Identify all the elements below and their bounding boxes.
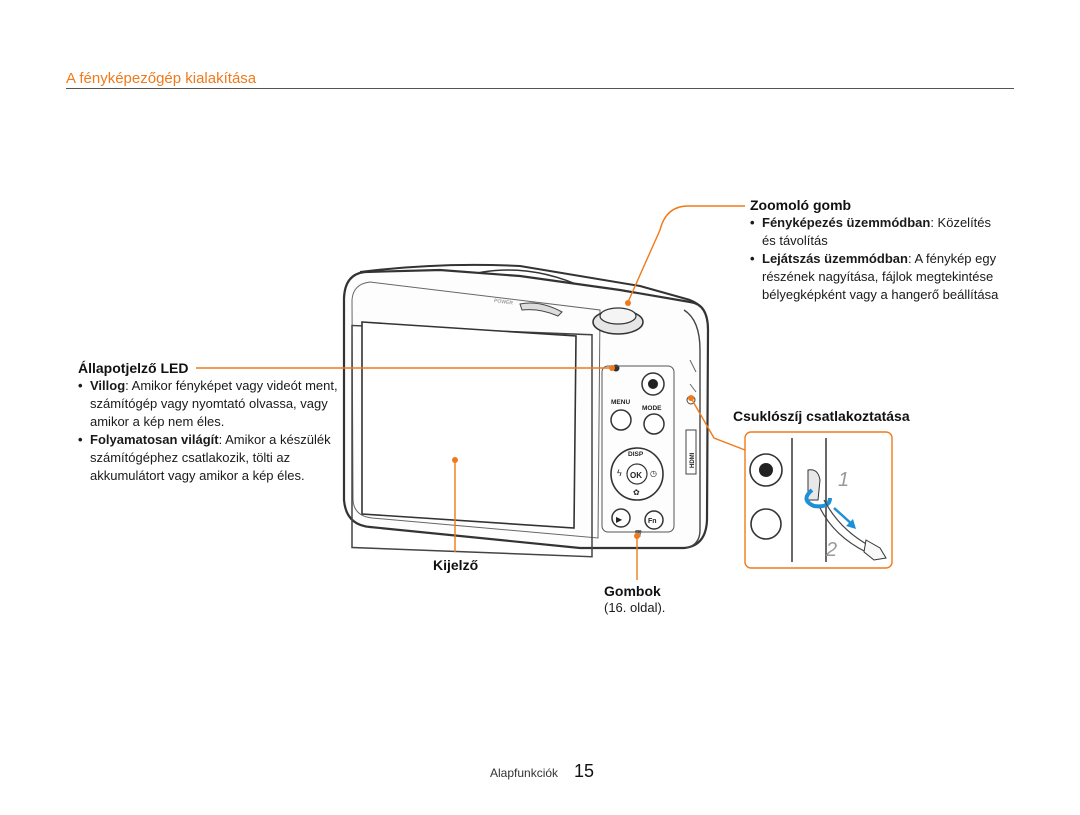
strap-loop: [804, 488, 832, 509]
strap-step-2: 2: [825, 539, 837, 561]
macro-icon: ✿: [633, 488, 640, 497]
led-item-steady-bold: Folyamatosan világít: [90, 432, 219, 447]
zoom-item-playback-bold: Lejátszás üzemmódban: [762, 251, 908, 266]
zoom-leader: [627, 205, 745, 303]
menu-button: [610, 409, 632, 431]
hdmi-port: [685, 429, 697, 475]
title-rule: [66, 88, 1014, 89]
zoom-callout: Zoomoló gomb Fényképezés üzemmódban: Köz…: [750, 197, 1000, 304]
strap-step-1: 1: [838, 469, 849, 491]
strap-title: Csuklószíj csatlakoztatása: [733, 408, 910, 424]
strap-leader: [690, 397, 746, 451]
strap-cord: [819, 499, 871, 553]
buttons-leader-dot: [634, 533, 640, 539]
power-button: [519, 302, 563, 317]
zoom-item-playback: Lejátszás üzemmódban: A fénykép egy rész…: [750, 250, 1000, 304]
ok-button: [626, 463, 648, 485]
zoom-item-shooting: Fényképezés üzemmódban: Közelítés és táv…: [750, 214, 1000, 250]
hdmi-label: HDMI: [690, 452, 696, 468]
camera-inner-rim: [351, 281, 601, 539]
camera-side: [683, 309, 701, 549]
page-number: 15: [574, 761, 595, 781]
menu-label: MENU: [611, 399, 630, 406]
strap-tip: [863, 539, 887, 561]
led-item-steady-text: : Amikor a készülék számítógéphez csatla…: [90, 432, 331, 483]
zoom-item-playback-text: : A fénykép egy részének nagyítása, fájl…: [762, 251, 999, 302]
mode-button: [643, 413, 665, 435]
disp-label: DISP: [628, 451, 644, 458]
display-screen: [361, 321, 577, 529]
strap-arrow-head: [846, 519, 856, 529]
led-item-steady: Folyamatosan világít: Amikor a készülék …: [78, 431, 340, 485]
led-item-blink-text: : Amikor fényképet vagy videót ment, szá…: [90, 378, 338, 429]
playback-icon: ▶: [616, 515, 623, 524]
buttons-page-ref: (16. oldal).: [604, 600, 666, 615]
timer-icon: ◷: [650, 469, 657, 478]
playback-button: [611, 508, 631, 528]
power-label: POWER: [494, 298, 514, 307]
buttons-callout: Gombok (16. oldal).: [604, 583, 665, 617]
led-title: Állapotjelző LED: [78, 360, 189, 376]
led-item-blink: Villog: Amikor fényképet vagy videót men…: [78, 377, 340, 431]
led-leader-dot: [609, 365, 615, 371]
buttons-title: Gombok: [604, 583, 661, 599]
section-title: A fényképezőgép kialakítása: [66, 70, 257, 87]
inset-record-dot: [759, 463, 773, 477]
fn-label: Fn: [648, 518, 657, 525]
led-callout: Állapotjelző LED Villog: Amikor fényképe…: [78, 360, 340, 485]
zoom-item-shooting-text: : Közelítés és távolítás: [762, 215, 992, 248]
fn-button: [644, 510, 664, 530]
record-dot: [648, 379, 658, 389]
mode-label: MODE: [642, 405, 662, 412]
flash-icon: ϟ: [617, 468, 622, 478]
footer-section: Alapfunkciók: [490, 766, 559, 780]
display-leader-dot: [452, 457, 458, 463]
shutter-button: [599, 307, 637, 325]
led-item-blink-bold: Villog: [90, 378, 126, 393]
control-panel: [601, 365, 675, 533]
zoom-title: Zoomoló gomb: [750, 197, 852, 213]
inset-body-edge: [791, 438, 827, 562]
side-detail-1: [689, 359, 697, 393]
zoom-leader-dot: [625, 300, 631, 306]
display-title: Kijelző: [433, 557, 479, 573]
ok-label: OK: [630, 471, 642, 480]
zoom-item-shooting-bold: Fényképezés üzemmódban: [762, 215, 931, 230]
inset-lower-button: [750, 508, 782, 540]
inset-eyelet: [807, 469, 821, 501]
strap-leader-dot: [688, 395, 694, 401]
